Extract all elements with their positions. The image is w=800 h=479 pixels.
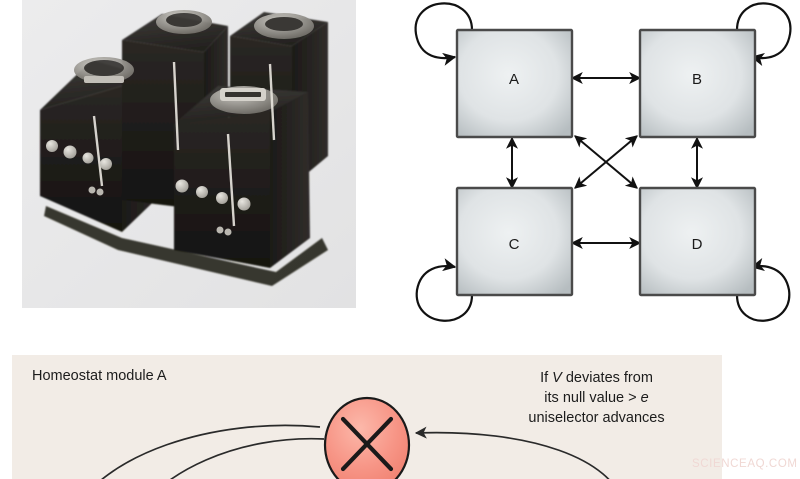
homeostat-photograph <box>22 0 356 308</box>
arrow-b-c <box>574 135 638 189</box>
box-d-label: D <box>692 236 703 253</box>
box-c-rect <box>455 186 574 297</box>
cross-icon <box>340 416 394 472</box>
box-b-label: B <box>692 71 702 88</box>
note-line2-pre: its null value > <box>544 390 641 406</box>
module-title: Homeostat module A <box>32 368 167 384</box>
homeostat-module-panel: Homeostat module A If V deviates from it… <box>12 355 722 479</box>
interaction-diagram-svg: A B C D <box>414 2 792 322</box>
self-loop-c <box>415 258 474 322</box>
uniselector-note-line-2: its null value > e <box>489 388 704 408</box>
note-line1-post: deviates from <box>561 370 653 386</box>
feedback-curve-inner <box>169 437 325 479</box>
homeostat-photograph-image <box>22 0 356 308</box>
self-loop-a <box>414 2 474 66</box>
uniselector-feedback-arc <box>414 426 610 479</box>
node-ellipse <box>323 396 411 479</box>
box-a-rect <box>455 28 574 139</box>
note-variable-v: V <box>552 370 562 386</box>
self-loop-d <box>735 258 791 322</box>
diagram-box-b[interactable]: B <box>638 28 757 139</box>
feedback-curve-outer <box>101 424 321 479</box>
diagram-box-a[interactable]: A <box>455 28 574 139</box>
uniselector-note-line-1: If V deviates from <box>489 368 704 388</box>
box-b-rect <box>638 28 757 139</box>
note-variable-e: e <box>640 390 649 406</box>
site-watermark: SCIENCEAQ.COM <box>692 458 798 470</box>
box-c-label: C <box>509 236 520 253</box>
diagram-box-d[interactable]: D <box>638 186 757 297</box>
module-diagram-svg <box>101 396 610 479</box>
note-line1-pre: If <box>540 370 553 386</box>
uniselector-note: If V deviates from its null value > e un… <box>489 368 704 428</box>
box-d-rect <box>638 186 757 297</box>
essential-variable-node[interactable] <box>323 396 411 479</box>
homeostat-interaction-diagram: A B C D <box>400 0 800 340</box>
diagram-box-c[interactable]: C <box>455 186 574 297</box>
uniselector-note-line-3: uniselector advances <box>528 410 665 426</box>
self-loop-b <box>735 2 792 66</box>
box-a-label: A <box>509 71 519 88</box>
